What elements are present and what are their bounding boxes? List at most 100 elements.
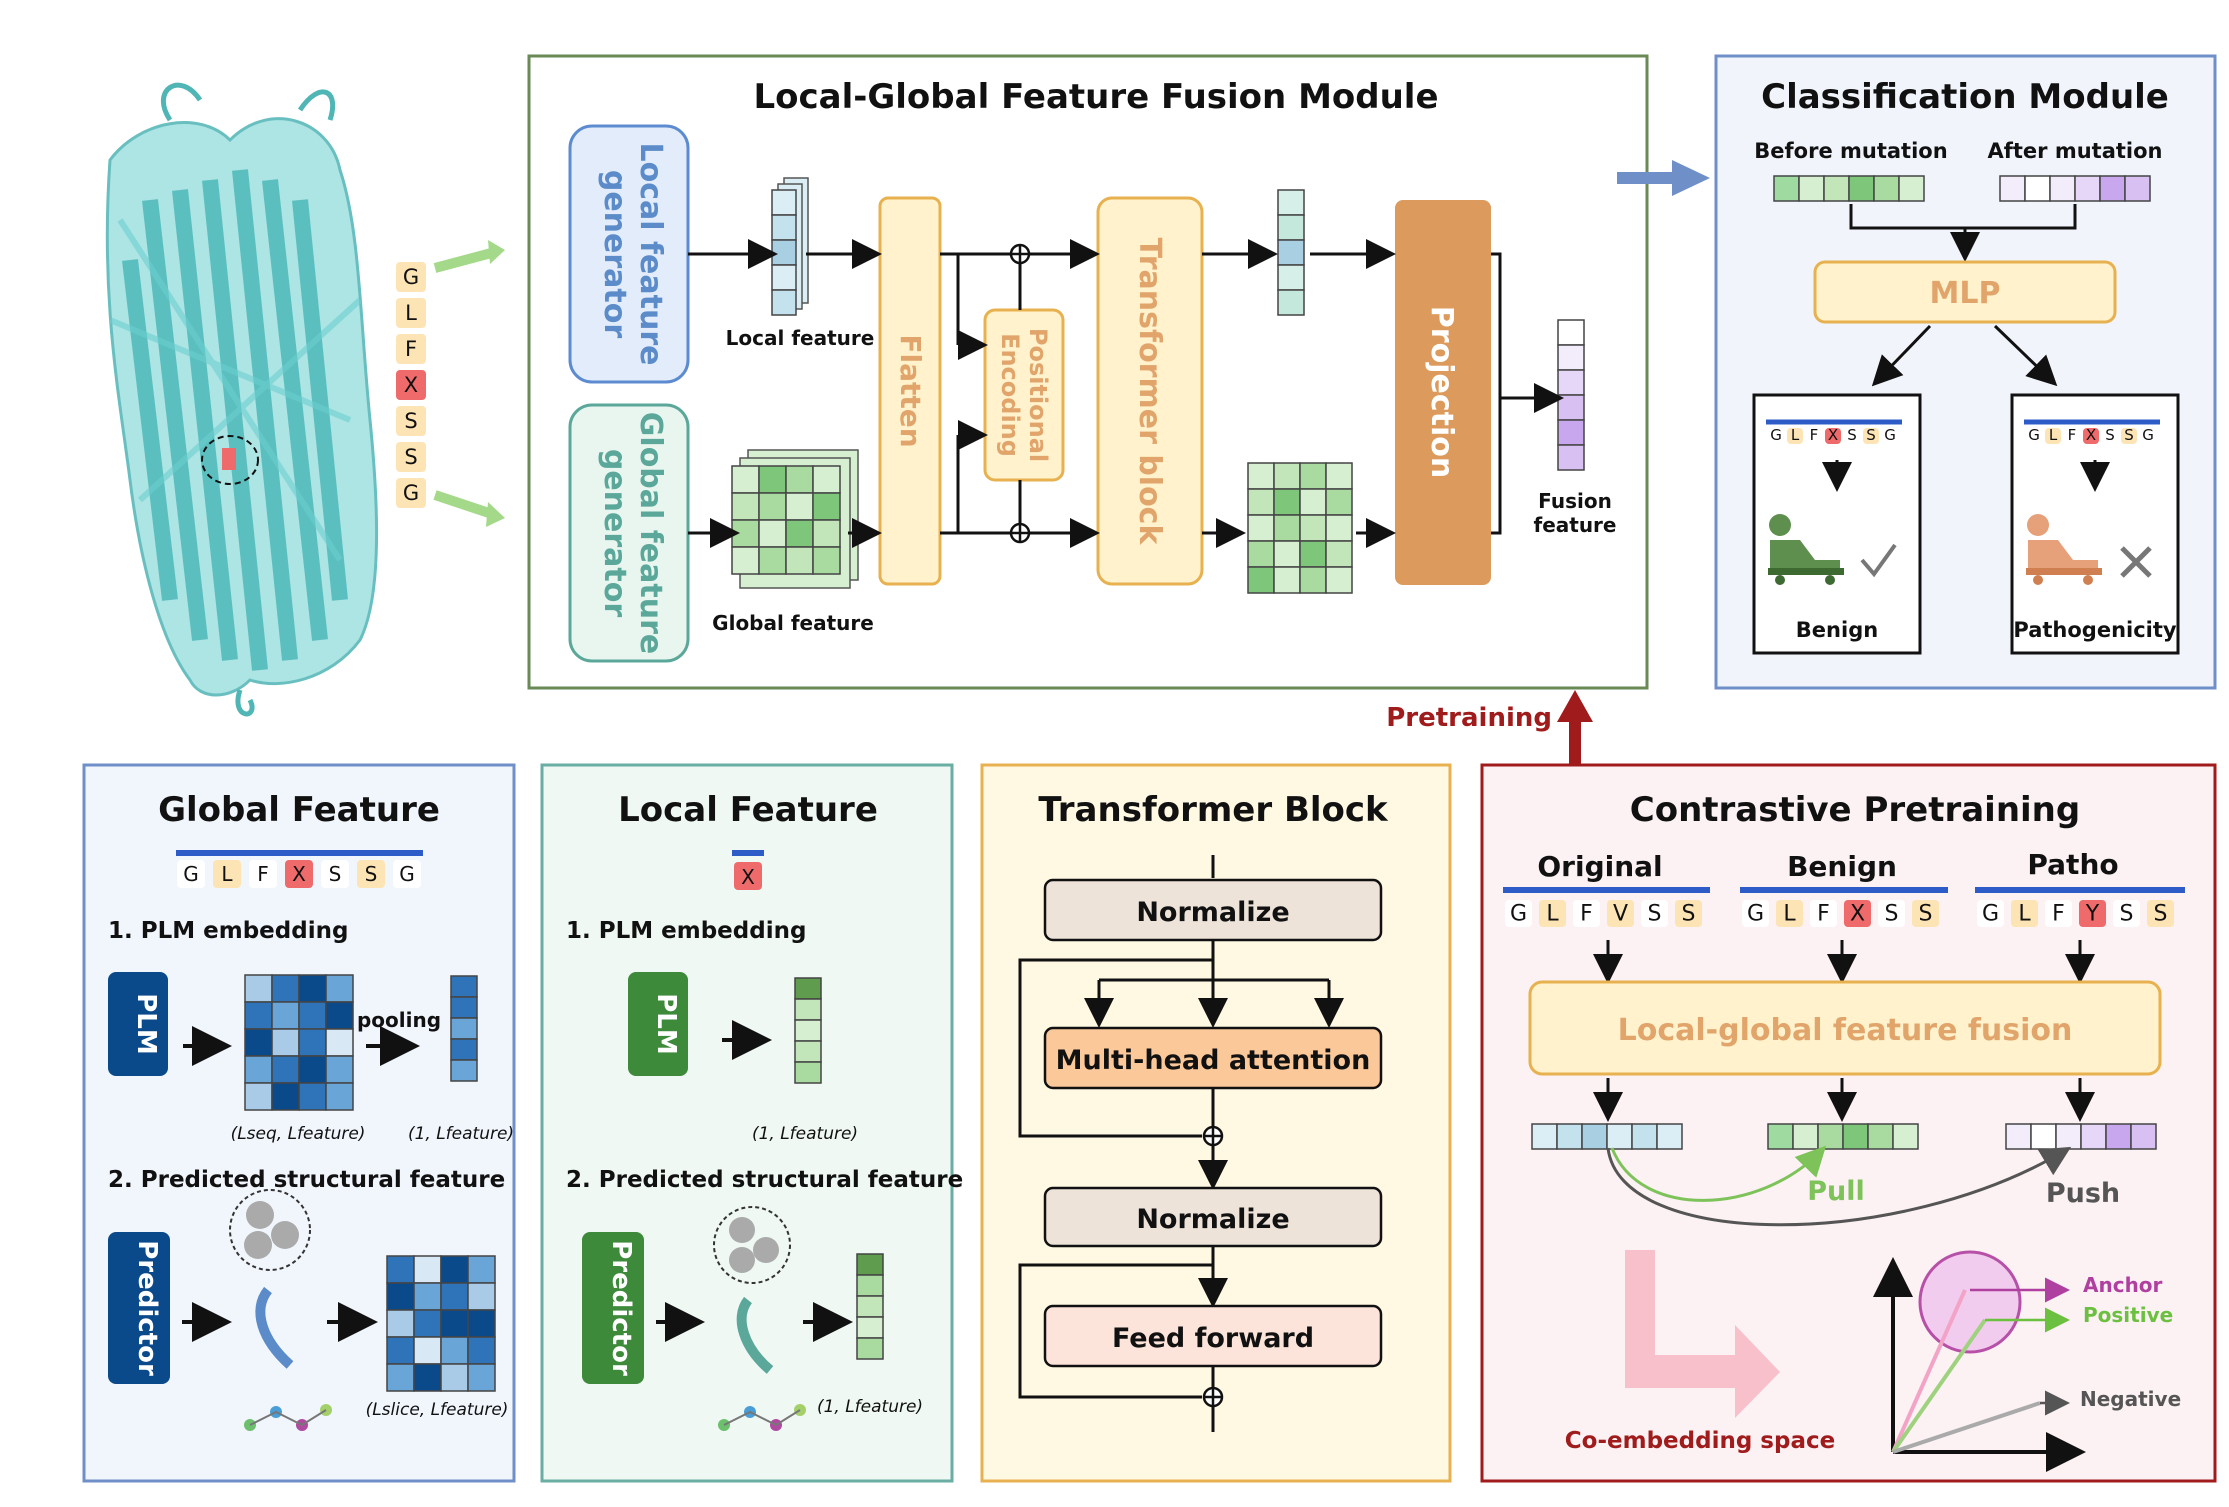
seq-residue-label: F — [1580, 901, 1593, 926]
mha-label: Multi-head attention — [1056, 1045, 1371, 1076]
local-step2: 2. Predicted structural feature — [566, 1167, 963, 1193]
grid-cell — [467, 1255, 496, 1284]
pooled-vector — [450, 975, 478, 1082]
seq-residue-label: G — [1747, 901, 1764, 926]
protein-structure-image — [105, 82, 379, 717]
vector-cell — [2130, 1123, 2157, 1150]
vector-cell — [1277, 239, 1305, 266]
vector-cell — [2074, 175, 2101, 202]
grid-cell — [440, 1309, 469, 1338]
global-plm-label: PLM — [131, 993, 161, 1055]
pull-label: Pull — [1807, 1176, 1865, 1207]
seq-residue-box — [2102, 428, 2118, 444]
seq-residue-box — [213, 860, 241, 888]
fusion-feature-label-1: Fusion — [1538, 489, 1612, 513]
vector-cell — [450, 1017, 478, 1040]
vector-cell — [2124, 175, 2151, 202]
vector-cell — [794, 1019, 822, 1042]
vector-cell — [1277, 289, 1305, 316]
grid-cell — [440, 1255, 469, 1284]
benign-embedding — [1767, 1123, 1919, 1150]
vector-cell — [1798, 175, 1825, 202]
dim-seq-label: (Lseq, Lfeature) — [231, 1124, 366, 1144]
seq-residue-label: S — [1847, 426, 1857, 444]
vector-cell — [2030, 1123, 2057, 1150]
seq-residue-box — [2083, 428, 2099, 444]
grid-cell — [244, 1055, 273, 1084]
seq-residue-box — [1607, 900, 1634, 927]
grid-cell — [758, 465, 787, 494]
vector-cell — [794, 998, 822, 1021]
global-predictor-box — [108, 1232, 170, 1384]
grid-cell — [413, 1282, 442, 1311]
local-panel-title: Local Feature — [618, 790, 878, 830]
seq-residue-box — [357, 860, 385, 888]
pooling-label: pooling — [357, 1008, 441, 1032]
negative-label: Negative — [2080, 1387, 2181, 1411]
coembed-label: Co-embedding space — [1565, 1428, 1835, 1454]
vector-cell — [1999, 175, 2026, 202]
grid-cell — [298, 974, 327, 1003]
grid-cell — [812, 465, 841, 494]
transformer-block-box — [1096, 196, 1204, 586]
grid-cell — [1273, 566, 1301, 594]
vector-cell — [1581, 1123, 1608, 1150]
vector-cell — [856, 1253, 884, 1276]
seq-residue-label: Y — [2085, 901, 2100, 926]
vector-cell — [1557, 394, 1585, 421]
vector-cell — [1557, 344, 1585, 371]
merge-line — [1849, 204, 2077, 230]
cp-down-arrows-2 — [1593, 1078, 2095, 1122]
seq-residue-label: G — [2142, 426, 2154, 444]
patho-col-label: Patho — [2027, 848, 2118, 881]
seq-residue-label: X — [2086, 426, 2096, 444]
cp-fusion-label: Local-global feature fusion — [1618, 1013, 2073, 1048]
seq-residue-box — [1505, 900, 1532, 927]
seq-residue-box — [2113, 900, 2140, 927]
anchor-circle — [1918, 1250, 2022, 1354]
positive-label: Positive — [2083, 1303, 2173, 1327]
mlp-box — [1813, 260, 2117, 324]
seq-residue-box — [1844, 900, 1871, 927]
after-mutation-vector — [1999, 175, 2151, 202]
seq-residue-label: L — [2018, 901, 2031, 926]
vector-cell — [1277, 189, 1305, 216]
normalize2-label: Normalize — [1136, 1204, 1289, 1235]
grid-cell — [1247, 540, 1275, 568]
seq-residue-box — [2045, 428, 2061, 444]
seq-residue-label: F — [405, 337, 417, 361]
plm-embedding-grid — [244, 974, 354, 1111]
seq-residue-box — [1825, 428, 1841, 444]
grid-cell — [298, 1055, 327, 1084]
grid-cell — [731, 465, 760, 494]
vector-cell — [2099, 175, 2126, 202]
seq-residue-label: L — [2049, 426, 2058, 444]
grid-cell — [812, 519, 841, 548]
seq-residue-box — [2011, 900, 2038, 927]
seq-residue-label: G — [1982, 901, 1999, 926]
seq-residue-box — [177, 860, 205, 888]
vector-cell — [1656, 1123, 1683, 1150]
seq-residue-label: G — [183, 862, 199, 886]
flatten-box — [878, 196, 942, 586]
global-predictor-label: Predictor — [132, 1240, 162, 1376]
local-plm-box — [628, 972, 688, 1076]
vector-cell — [1848, 175, 1875, 202]
seq-residue-box — [1641, 900, 1668, 927]
tp-connectors — [1018, 940, 1344, 1432]
grid-cell — [785, 465, 814, 494]
local-dim-one-b: (1, Lfeature) — [817, 1397, 923, 1417]
grid-cell — [413, 1363, 442, 1392]
green-arrowhead-bottom — [486, 502, 505, 527]
pretraining-label: Pretraining — [1386, 703, 1552, 733]
grid-cell — [1299, 566, 1327, 594]
pull-arrow — [1610, 1145, 1827, 1202]
vector-cell — [1606, 1123, 1633, 1150]
grid-cell — [386, 1282, 415, 1311]
local-structure-vector — [856, 1253, 884, 1360]
seq-residue-label: G — [403, 481, 419, 505]
grid-cell — [1299, 462, 1327, 490]
seq-residue-label: X — [1850, 901, 1865, 926]
